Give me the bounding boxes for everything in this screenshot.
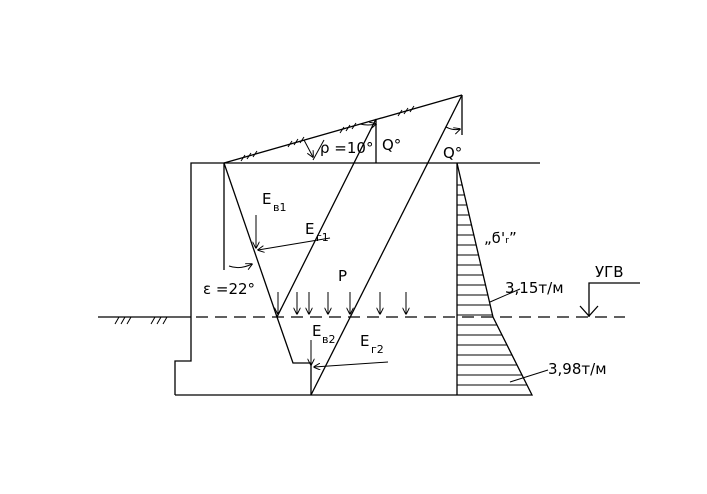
force-eb1-label: E <box>262 190 271 208</box>
force-e2 <box>311 340 389 367</box>
force-eb2-subscript: в2 <box>322 333 335 346</box>
groundwater-level-marker <box>579 282 640 317</box>
force-eg2-subscript: г2 <box>371 343 384 356</box>
pressure-diagram <box>456 162 534 396</box>
force-eg2-label: E <box>360 332 369 350</box>
pressure-top-value: 3,15т/м <box>505 279 564 297</box>
retaining-wall <box>174 162 540 396</box>
groundwater-level-label: УГВ <box>595 263 624 281</box>
leader-lines <box>489 288 549 383</box>
pressure-bottom-value: 3,98т/м <box>548 360 607 378</box>
rho-angle-label: ρ =10° <box>320 139 373 157</box>
load-p-label: P <box>338 267 347 285</box>
force-eb1-subscript: в1 <box>273 201 286 214</box>
force-eg1-label: E <box>305 220 314 238</box>
force-eg1-subscript: г1 <box>316 231 329 244</box>
force-e1 <box>256 215 331 250</box>
left-ground-surface <box>98 316 191 325</box>
gamma-prime-label: „ϭ'ᵣ” <box>484 229 517 247</box>
angle-arcs <box>228 124 460 268</box>
load-p-arrows <box>278 292 406 314</box>
theta-right-label: Q° <box>443 144 462 162</box>
force-eb2-label: E <box>312 322 321 340</box>
theta-left-label: Q° <box>382 136 401 154</box>
backfill-slope <box>223 94 463 164</box>
epsilon-angle-label: ε =22° <box>203 280 255 298</box>
